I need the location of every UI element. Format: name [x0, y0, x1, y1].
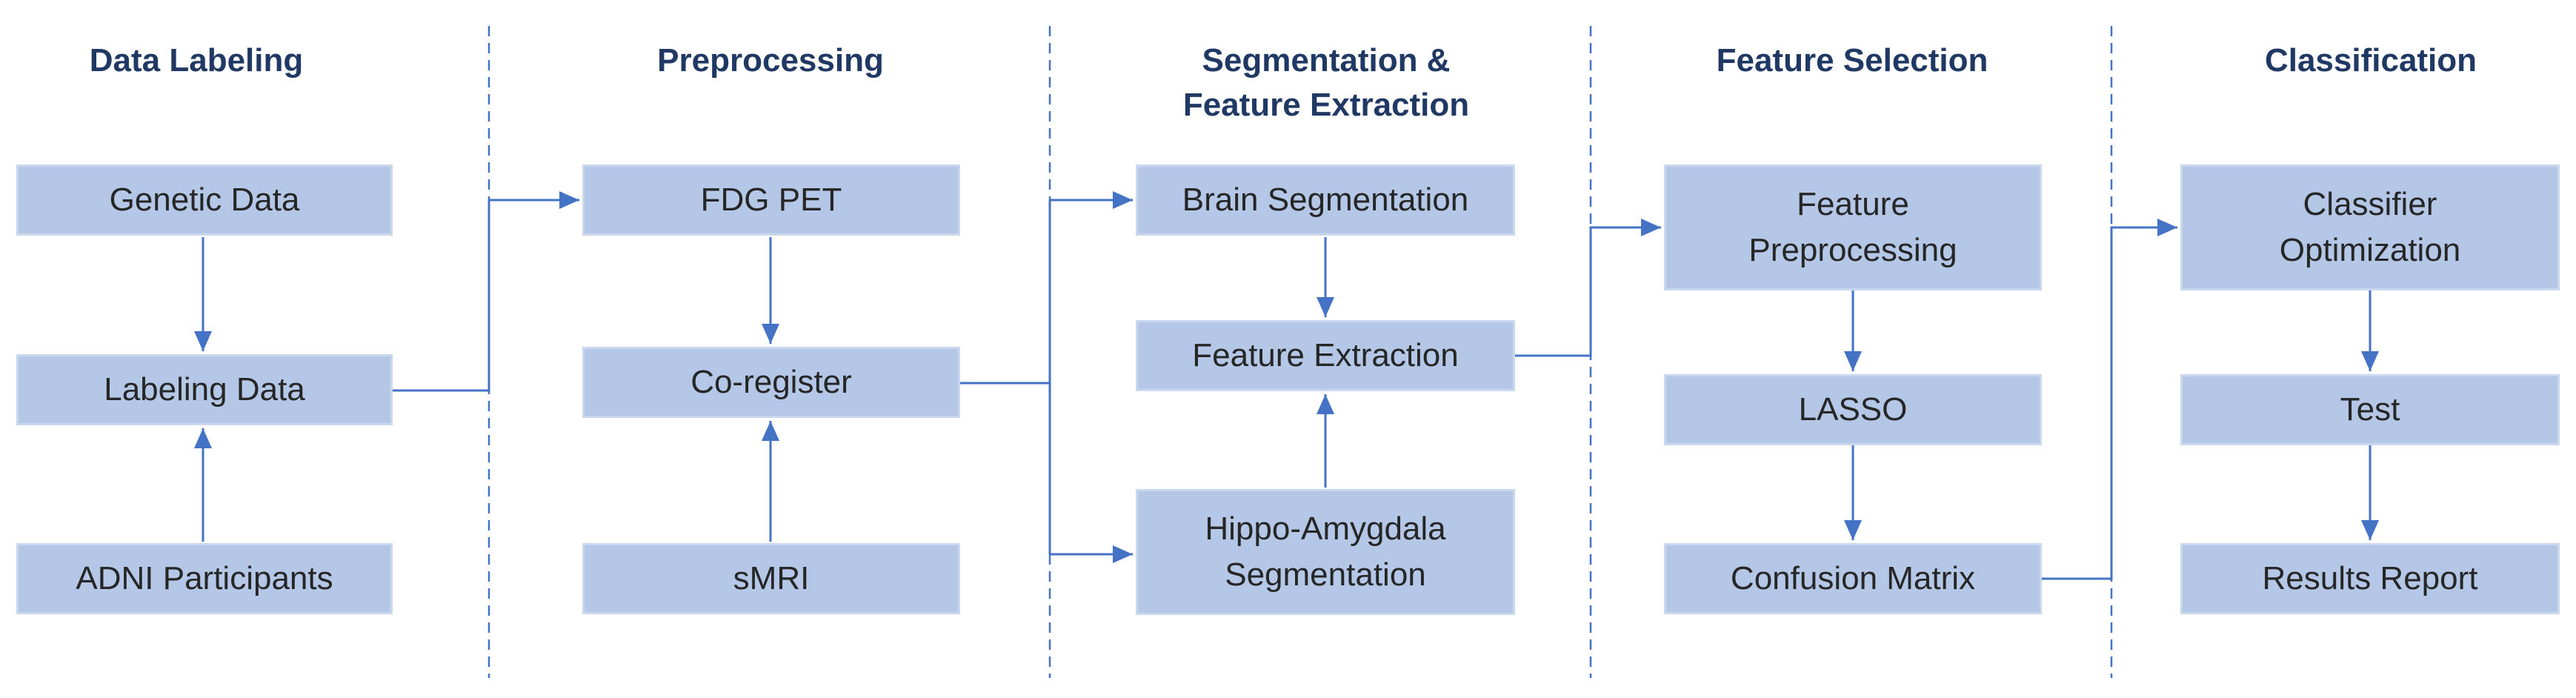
column-title-data-labeling: Data Labeling — [89, 42, 304, 79]
node-test: Test — [2180, 374, 2560, 445]
node-feature-preprocessing: Feature Preprocessing — [1664, 164, 2042, 290]
column-title-feature-selection: Feature Selection — [1716, 42, 1988, 79]
node-genetic-data: Genetic Data — [16, 164, 393, 236]
node-classifier-optimization: Classifier Optimization — [2180, 164, 2560, 290]
node-co-register: Co-register — [582, 347, 960, 418]
node-hippo-amygdala-segmentation: Hippo-Amygdala Segmentation — [1136, 489, 1515, 615]
node-fdg-pet: FDG PET — [582, 164, 960, 236]
node-labeling-data: Labeling Data — [16, 354, 393, 425]
column-title-classification: Classification — [2264, 42, 2477, 79]
arrow-feature-extraction-to-feature-preprocessing — [1515, 219, 1661, 357]
column-title-segmentation-feature-extraction: Segmentation & Feature Extraction — [1182, 42, 1470, 123]
column-title-preprocessing: Preprocessing — [657, 42, 884, 79]
arrow-labeling-data-to-fdg-pet — [393, 191, 579, 392]
node-smri: sMRI — [582, 543, 960, 614]
node-results-report: Results Report — [2180, 543, 2560, 614]
node-brain-segmentation: Brain Segmentation — [1136, 164, 1515, 236]
node-confusion-matrix: Confusion Matrix — [1664, 543, 2042, 614]
node-lasso: LASSO — [1664, 374, 2042, 445]
arrow-confusion-matrix-to-classifier-optimization — [2042, 219, 2177, 580]
node-adni-participants: ADNI Participants — [16, 543, 393, 614]
node-feature-extraction: Feature Extraction — [1136, 320, 1515, 391]
